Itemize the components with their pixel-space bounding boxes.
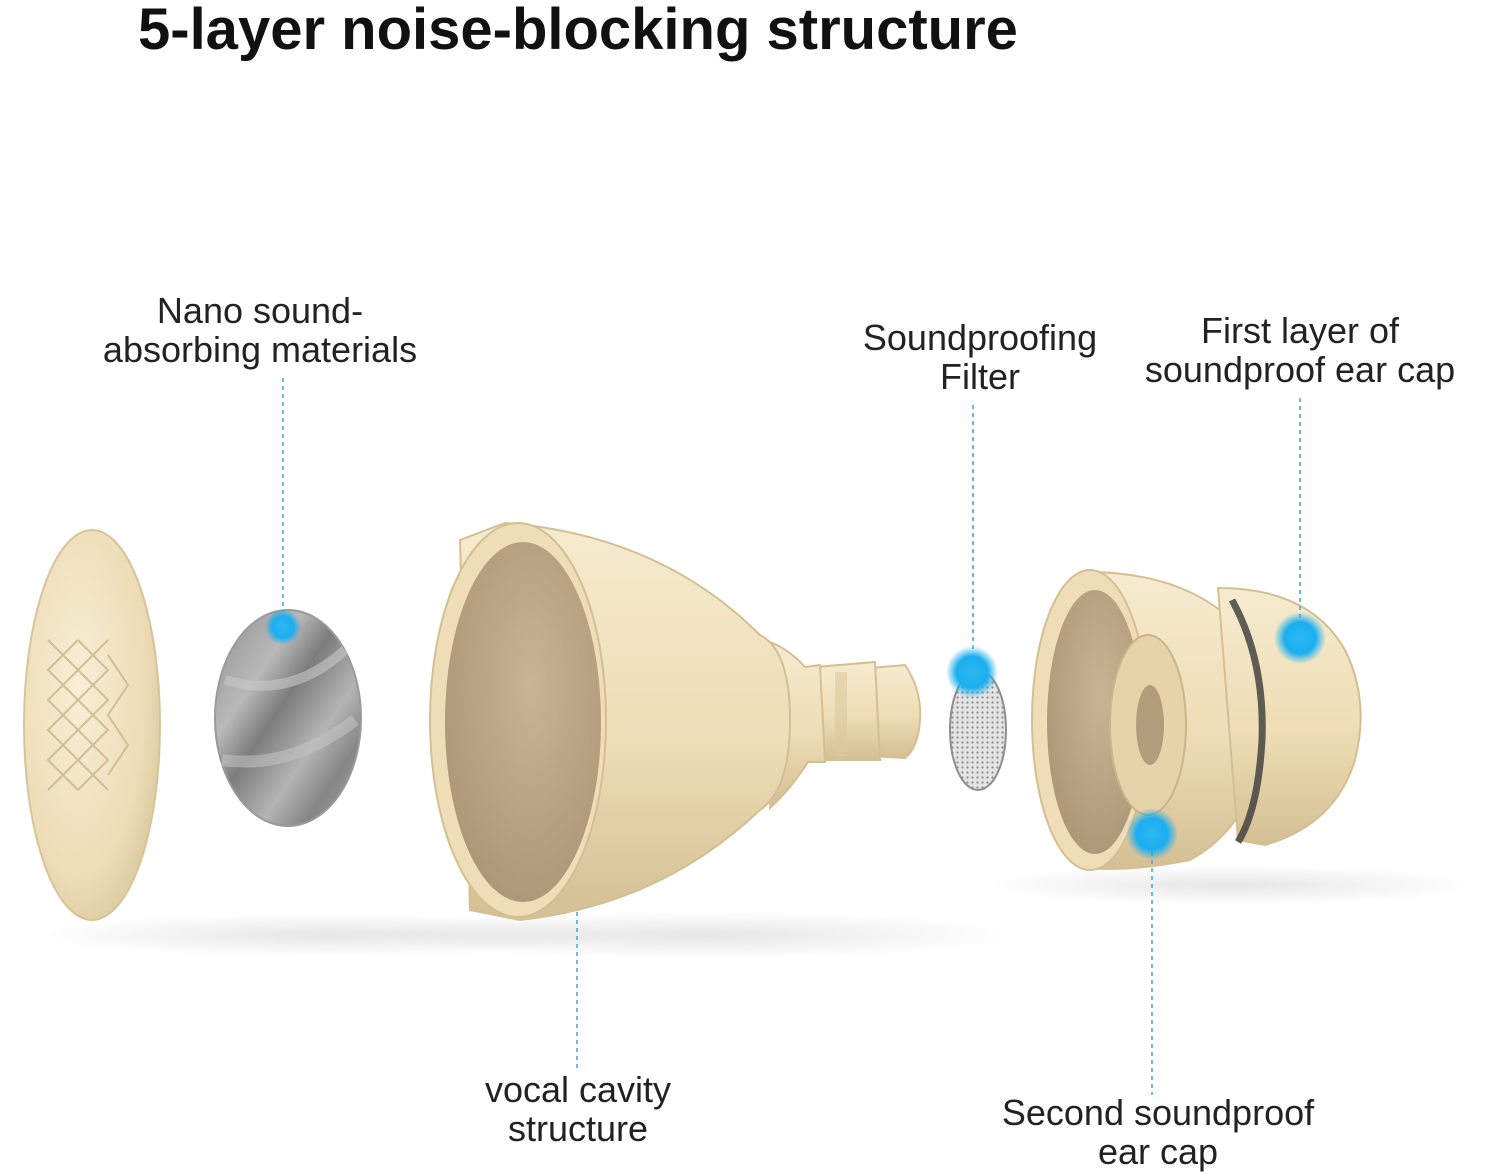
label-nano-materials: Nano sound- absorbing materials — [80, 291, 440, 369]
nano-foam-disc — [214, 609, 362, 827]
label-line: First layer of — [1200, 310, 1400, 351]
callout-dot-filter — [946, 646, 998, 698]
label-line: Soundproofing — [862, 317, 1098, 358]
label-line: Filter — [940, 356, 1020, 397]
floor-shadow — [980, 865, 1480, 905]
label-soundproofing-filter: Soundproofing Filter — [840, 318, 1120, 396]
callout-dot-second-cap — [1126, 808, 1178, 860]
label-second-ear-cap: Second soundproof ear cap — [978, 1093, 1338, 1171]
label-first-ear-cap: First layer of soundproof ear cap — [1125, 311, 1475, 389]
label-line: vocal cavity — [484, 1069, 672, 1110]
callout-dot-nano — [265, 609, 301, 645]
label-line: Nano sound- — [156, 290, 364, 331]
label-line: structure — [507, 1108, 649, 1149]
floor-shadow — [380, 911, 1020, 959]
callout-dot-first-cap — [1274, 612, 1326, 664]
label-line: soundproof ear cap — [1144, 349, 1456, 390]
outer-disc — [23, 529, 161, 921]
vocal-cavity-body — [429, 521, 922, 922]
label-vocal-cavity: vocal cavity structure — [448, 1070, 708, 1148]
label-line: absorbing materials — [102, 329, 418, 370]
label-line: ear cap — [1097, 1131, 1219, 1172]
label-line: Second soundproof — [1001, 1092, 1315, 1133]
diamond-texture — [46, 639, 130, 791]
first-ear-cap — [1216, 586, 1362, 847]
page-title: 5-layer noise-blocking structure — [138, 0, 1018, 62]
